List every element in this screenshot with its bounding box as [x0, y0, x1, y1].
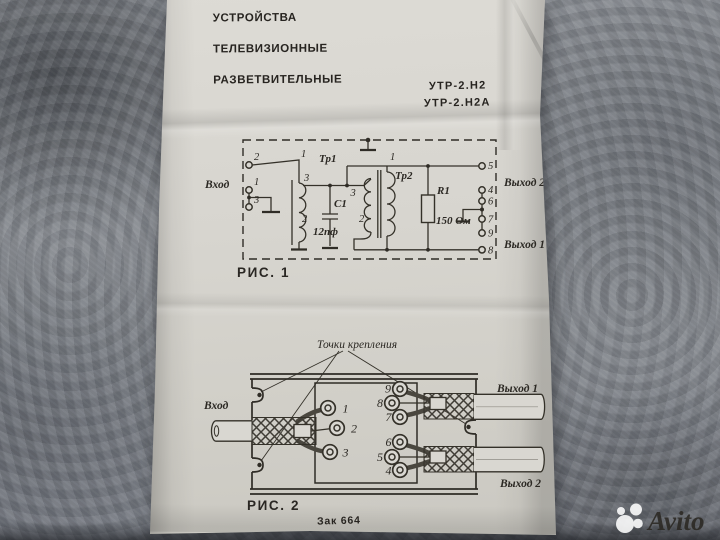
case-dashed-outline	[242, 139, 497, 260]
terminal-label: 5	[377, 450, 383, 464]
fig2-assembly: Точки крепления	[203, 339, 546, 495]
terminal-label: 5	[488, 161, 493, 172]
tr1-label: Тр1	[319, 153, 336, 165]
case-ground-symbol	[360, 137, 376, 152]
terminal-label: 4	[386, 464, 392, 478]
order-number: Зак 664	[316, 514, 361, 528]
device-case-outline	[250, 373, 478, 495]
terminal-label: 7	[386, 410, 393, 424]
tr2-tap-label: 2	[359, 214, 365, 225]
tr2-tap-label: 3	[350, 188, 356, 199]
terminal-label: 6	[386, 435, 392, 449]
mounting-point	[466, 424, 471, 430]
capacitor-c1: С1 12пф 3	[303, 165, 479, 250]
terminal-label: 3	[342, 446, 349, 460]
terminal-label: 3	[253, 195, 259, 206]
fig2-caption: РИС. 2	[247, 498, 301, 513]
tr1-tap-label: 3	[303, 173, 309, 184]
fig1-output-terminals: 5 4 6 7 9 8 Выход 2 Выход 1	[456, 161, 545, 257]
transformer-tr2: 1 2 Тр2	[353, 152, 413, 250]
terminal-label: 1	[343, 402, 349, 416]
output1-ferrule	[429, 396, 447, 411]
terminal-label: 8	[488, 246, 494, 257]
fig1-output1-label: Выход 1	[503, 239, 545, 251]
output2-ferrule	[429, 450, 447, 464]
avito-logo-icon	[616, 503, 643, 533]
transformer-tr1: 1 3 2 Тр1	[291, 149, 336, 251]
fig1-output2-label: Выход 2	[503, 177, 545, 189]
mounting-point	[257, 462, 262, 468]
r1-label: R1	[436, 185, 450, 197]
avito-watermark: Avito	[616, 503, 705, 536]
terminal-label: 1	[254, 177, 259, 188]
fig1-input-terminals: 2 1 3	[245, 152, 300, 214]
c1-label: С1	[334, 198, 347, 210]
resistor-r1: R1 150 Ом	[354, 164, 479, 252]
input-ferrule	[293, 423, 312, 439]
fig2-output2-label: Выход 2	[499, 478, 541, 490]
fig2-output1-label: Выход 1	[496, 383, 538, 395]
fig1-caption: РИС. 1	[237, 265, 291, 280]
fig2-input-label: Вход	[203, 400, 229, 412]
mounting-points-note: Точки крепления	[317, 339, 397, 351]
terminal-label: 2	[351, 422, 357, 436]
output2-cable: 6 5 4	[377, 433, 545, 479]
tr1-tap-label: 2	[302, 214, 308, 225]
terminal-label: 9	[488, 229, 494, 240]
terminal-label: 8	[377, 396, 383, 410]
c1-value: 12пф	[313, 226, 338, 238]
fig2-input-terminals: 1 2 3	[319, 399, 357, 461]
avito-wordmark: Avito	[646, 506, 705, 536]
terminal-label: 7	[488, 215, 494, 226]
tr1-tap-label: 1	[301, 149, 306, 160]
terminal-label: 9	[385, 382, 391, 396]
input-cable	[210, 407, 332, 454]
output1-cable: 9 8 7	[377, 380, 546, 426]
fig1-circuit: Вход 2 1 3	[204, 137, 545, 260]
terminal-label: 6	[488, 197, 494, 208]
fig1-input-label: Вход	[204, 179, 230, 191]
tr2-label: Тр2	[395, 170, 413, 182]
terminal-label: 2	[254, 152, 260, 163]
mounting-point	[257, 392, 262, 398]
tr2-tap-label: 1	[390, 152, 395, 163]
terminal-label: 4	[488, 185, 494, 196]
